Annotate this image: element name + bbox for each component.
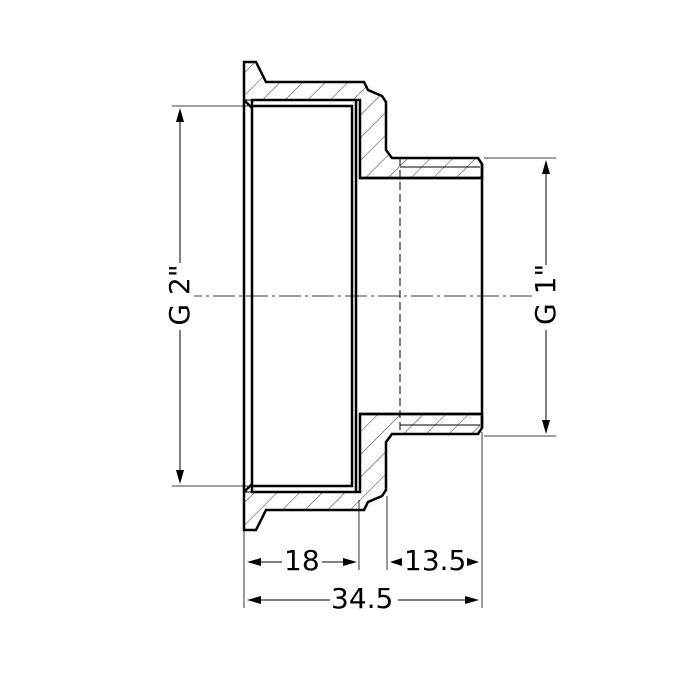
small-length-label: 13.5 [404, 544, 467, 577]
small-thread-dimension [484, 157, 556, 437]
large-length-label: 18 [284, 544, 320, 577]
upper-wall-section [242, 60, 484, 180]
lower-wall-section [242, 412, 484, 532]
total-length-label: 34.5 [331, 582, 394, 615]
large-bore [242, 100, 358, 492]
large-thread-dimension [172, 105, 248, 487]
length-dimensions [243, 432, 483, 608]
small-thread-label: G 1" [529, 263, 562, 325]
large-thread-label: G 2" [163, 263, 196, 327]
